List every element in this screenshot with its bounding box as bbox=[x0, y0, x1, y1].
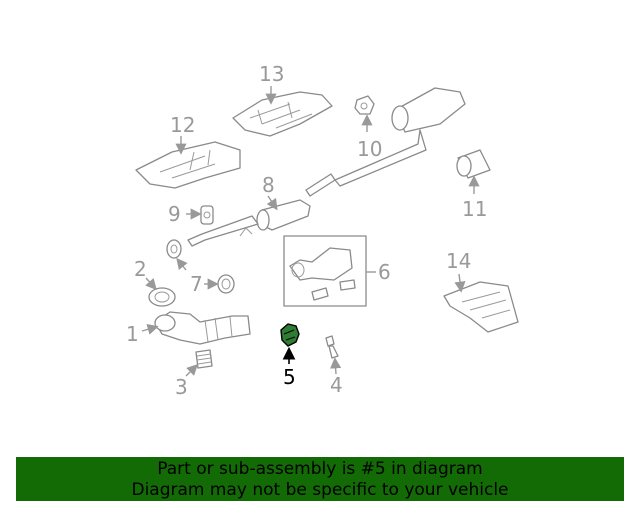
part-14-heat-shield[interactable] bbox=[443, 281, 519, 333]
callout-14: 14 bbox=[446, 249, 471, 273]
callout-12: 12 bbox=[170, 113, 195, 137]
callout-9: 9 bbox=[168, 202, 181, 226]
callout-8: 8 bbox=[262, 173, 275, 197]
leader-2 bbox=[145, 277, 157, 291]
banner-line-1: Part or sub-assembly is #5 in diagram bbox=[157, 459, 483, 479]
callout-7: 7 bbox=[190, 272, 203, 296]
part-13-heat-shield[interactable] bbox=[232, 91, 333, 137]
leader-gasket bbox=[176, 257, 188, 271]
part-gasket-flange[interactable] bbox=[166, 239, 182, 259]
part-1-front-pipe[interactable] bbox=[154, 311, 251, 345]
info-banner: Part or sub-assembly is #5 in diagram Di… bbox=[16, 457, 624, 501]
leader-14 bbox=[454, 273, 466, 293]
part-7-gasket[interactable] bbox=[217, 274, 235, 294]
part-2-gasket[interactable] bbox=[148, 287, 176, 307]
callout-3: 3 bbox=[175, 375, 188, 399]
part-12-heat-shield[interactable] bbox=[135, 141, 241, 189]
part-6-converter-group[interactable] bbox=[283, 235, 367, 307]
part-9-hanger[interactable] bbox=[200, 205, 214, 225]
leader-4 bbox=[330, 357, 342, 375]
part-4-bolt[interactable] bbox=[325, 335, 339, 359]
leader-8 bbox=[266, 195, 278, 211]
callout-11: 11 bbox=[462, 197, 487, 221]
leader-1 bbox=[141, 323, 159, 335]
callout-5: 5 bbox=[283, 365, 296, 389]
callout-4: 4 bbox=[330, 373, 343, 397]
part-8-muffler-pipe[interactable] bbox=[187, 87, 466, 247]
part-5-highlighted-clip[interactable] bbox=[280, 323, 300, 347]
part-3-spring[interactable] bbox=[195, 349, 213, 369]
callout-6: 6 bbox=[378, 260, 391, 284]
part-11-finisher[interactable] bbox=[456, 149, 491, 179]
leader-3 bbox=[185, 364, 198, 377]
callout-1: 1 bbox=[126, 322, 139, 346]
callout-10: 10 bbox=[357, 137, 382, 161]
part-10-bracket[interactable] bbox=[354, 95, 375, 115]
callout-2: 2 bbox=[134, 257, 147, 281]
callout-13: 13 bbox=[259, 62, 284, 86]
banner-line-2: Diagram may not be specific to your vehi… bbox=[131, 480, 509, 500]
